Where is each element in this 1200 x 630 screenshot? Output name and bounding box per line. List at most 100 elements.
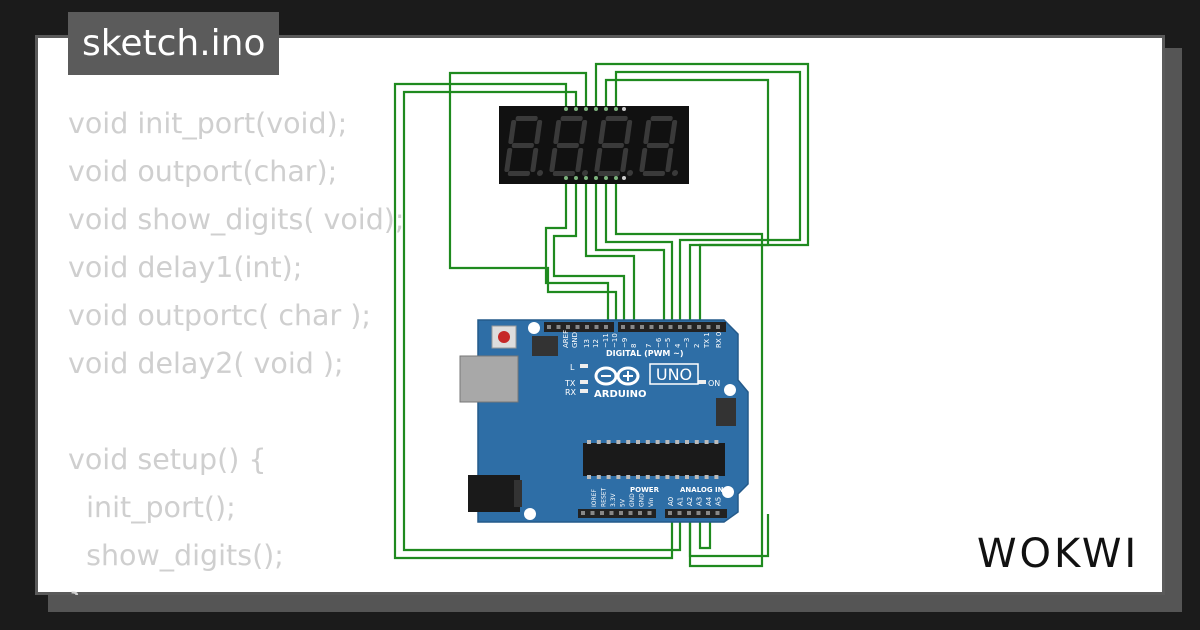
code-line: void outport(char);	[68, 155, 338, 188]
led-l-label: L	[570, 363, 575, 372]
display-digits	[504, 116, 679, 176]
power-pin-label: GND	[639, 493, 646, 507]
code-line: show_digits();	[68, 539, 284, 572]
segment	[639, 148, 648, 172]
display-pins-bottom	[564, 176, 626, 180]
sketch-filename-tab[interactable]: sketch.ino	[68, 12, 280, 75]
decimal-point	[581, 170, 589, 176]
code-line: init_port();	[68, 491, 236, 524]
analog-pin-label: A5	[715, 497, 723, 506]
pin-label: ~9	[621, 338, 629, 348]
wokwi-logo-text: WOKWI	[977, 531, 1139, 577]
code-preview: void init_port(void);void outport(char);…	[68, 100, 528, 595]
display-pins-top	[564, 107, 626, 111]
segment	[605, 116, 628, 121]
analog-pin-label: A0	[667, 497, 675, 506]
seven-segment-display[interactable]	[499, 106, 689, 184]
code-line: void setup() {	[68, 443, 267, 476]
power-pin-label: RESET	[601, 487, 608, 507]
digit-1	[504, 116, 544, 176]
segment	[643, 120, 652, 144]
segment	[549, 148, 558, 172]
segment	[530, 148, 539, 172]
led-l	[580, 364, 588, 368]
decimal-point	[626, 170, 634, 176]
segment	[504, 148, 513, 172]
power-label: POWER	[630, 486, 660, 494]
code-line: void show_digits( void);	[68, 203, 405, 236]
digit-3	[594, 116, 634, 176]
pin-label: RX 0	[715, 332, 723, 348]
segment	[553, 120, 562, 144]
led-rx-label: RX	[565, 388, 577, 397]
segment	[650, 116, 673, 121]
icsp-header-left	[532, 336, 558, 356]
segment	[665, 148, 674, 172]
segment	[624, 120, 633, 144]
wokwi-logo: WOKWI	[977, 531, 1139, 577]
board-model-label: UNO	[656, 365, 692, 384]
power-jack	[468, 475, 520, 512]
analog-pin-label: A3	[696, 497, 704, 506]
segment	[556, 143, 579, 148]
segment	[507, 171, 531, 176]
pin-label: 2	[693, 344, 701, 348]
pin-label: 7	[645, 344, 653, 348]
segment	[511, 143, 534, 148]
icsp-header-right	[716, 398, 736, 426]
segment	[598, 120, 607, 144]
pin-label: ~11	[602, 333, 610, 348]
analog-pin-label: A1	[677, 497, 685, 506]
analog-pin-label: A4	[705, 496, 713, 506]
digit-4	[639, 116, 679, 176]
code-line: void outportc( char );	[68, 299, 372, 332]
power-pin-label: 3.3V	[610, 492, 617, 507]
code-line: }	[68, 580, 528, 595]
atmega-chip	[583, 443, 725, 476]
segment	[601, 143, 624, 148]
segment	[620, 148, 629, 172]
power-header	[578, 509, 656, 518]
reset-button-cap[interactable]	[498, 331, 510, 343]
pin-label: ~3	[683, 338, 691, 348]
pin-label: 13	[583, 339, 591, 348]
pin-label: ~10	[611, 333, 619, 348]
pin-label: ~5	[664, 338, 672, 348]
pin-label: 8	[630, 344, 638, 348]
pin-label: TX 1	[703, 332, 711, 349]
segment	[646, 143, 669, 148]
code-line: void delay1(int);	[68, 251, 303, 284]
analog-header	[665, 509, 727, 518]
decimal-point	[536, 170, 544, 176]
segment	[515, 116, 538, 121]
power-pin-label: Vin	[648, 497, 655, 507]
segment	[560, 116, 583, 121]
code-line: void init_port(void);	[68, 107, 348, 140]
led-on	[698, 380, 706, 384]
decimal-point	[671, 170, 679, 176]
usb-port	[459, 355, 519, 403]
segment	[575, 148, 584, 172]
segment	[642, 171, 666, 176]
digital-label: DIGITAL (PWM ~)	[606, 349, 684, 358]
led-tx-label: TX	[564, 379, 576, 388]
pin-label: 12	[592, 339, 600, 348]
led-rx	[580, 389, 588, 393]
arduino-infinity-logo	[594, 366, 640, 386]
pin-label: GND	[571, 332, 579, 348]
segment	[594, 148, 603, 172]
uno-label-box	[649, 363, 699, 385]
board-brand-label: ARDUINO	[594, 389, 646, 400]
digit-2	[549, 116, 589, 176]
segment	[669, 120, 678, 144]
led-tx	[580, 380, 588, 384]
power-pin-label: GND	[629, 493, 636, 507]
power-pin-label: IOREF	[591, 489, 598, 507]
power-pin-label: 5V	[620, 498, 627, 507]
segment	[534, 120, 543, 144]
segment	[597, 171, 621, 176]
segment	[579, 120, 588, 144]
